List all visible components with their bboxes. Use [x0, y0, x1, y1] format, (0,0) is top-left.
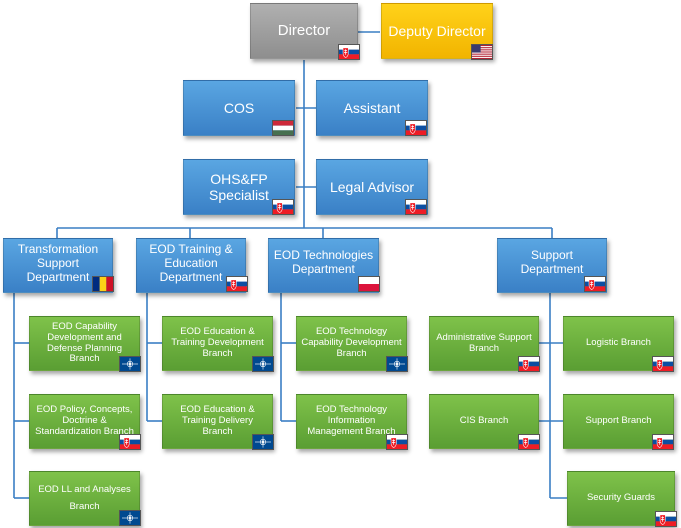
dept-technologies-label: EOD Technologies Department [273, 248, 374, 276]
dept-support-flag-slovakia-flag-icon [584, 276, 606, 292]
branch-admin-support-flag-slovakia-flag-icon [518, 356, 540, 372]
assistant-flag-slovakia-flag-icon [405, 120, 427, 136]
deputy-director-box: Deputy Director [381, 3, 493, 59]
branch-tech-info-label: EOD Technology Information Management Br… [307, 404, 396, 437]
branch-training-dev-label: EOD Education & Training Development Bra… [171, 326, 264, 359]
dept-transformation-label: Transformation Support Department [17, 242, 99, 284]
branch-tech-info-flag-slovakia-flag-icon [386, 434, 408, 450]
branch-training-delivery-flag-nato-flag-icon [252, 434, 274, 450]
branch-capability-dev-flag-nato-flag-icon [119, 356, 141, 372]
branch-training-delivery-label: EOD Education & Training Delivery Branch [180, 404, 255, 437]
branch-training-dev-flag-nato-flag-icon [252, 356, 274, 372]
dept-training-label: EOD Training & Education Department [149, 242, 233, 284]
branch-policy-flag-slovakia-flag-icon [119, 434, 141, 450]
dept-training-flag-slovakia-flag-icon [226, 276, 248, 292]
ohs-label: OHS&FP Specialist [209, 170, 269, 203]
branch-security-label: Security Guards [586, 492, 656, 504]
branch-support-flag-slovakia-flag-icon [652, 434, 674, 450]
branch-policy-label: EOD Policy, Concepts, Doctrine & Standar… [35, 404, 134, 437]
cos-label: COS [223, 99, 255, 116]
branch-cis-flag-slovakia-flag-icon [518, 434, 540, 450]
director-box: Director [250, 3, 358, 59]
cos-flag-hungary-flag-icon [272, 120, 294, 136]
branch-logistic-flag-slovakia-flag-icon [652, 356, 674, 372]
ohs-box: OHS&FP Specialist [183, 159, 295, 215]
branch-admin-support-label: Administrative Support Branch [436, 331, 532, 354]
director-flag-slovakia-flag-icon [338, 44, 360, 60]
dept-support-label: Support Department [520, 248, 584, 276]
branch-cis-label: CIS Branch [459, 415, 509, 427]
legal-advisor-label: Legal Advisor [329, 178, 415, 195]
legal-advisor-flag-slovakia-flag-icon [405, 199, 427, 215]
dept-transformation-flag-romania-flag-icon [92, 276, 114, 292]
branch-logistic-label: Logistic Branch [586, 337, 651, 349]
dept-technologies-flag-poland-flag-icon [358, 276, 380, 292]
ohs-flag-slovakia-flag-icon [272, 199, 294, 215]
branch-ll-flag-nato-flag-icon [119, 510, 141, 526]
branch-support-label: Support Branch [585, 415, 652, 427]
branch-tech-capability-label: EOD Technology Capability Development Br… [301, 326, 402, 359]
branch-tech-capability-flag-nato-flag-icon [386, 356, 408, 372]
deputy-director-label: Deputy Director [388, 22, 486, 39]
assistant-label: Assistant [343, 99, 401, 116]
deputy-director-flag-usa-flag-icon [471, 44, 493, 60]
branch-capability-dev-label: EOD Capability Development and Defense P… [47, 320, 122, 365]
branch-security-flag-slovakia-flag-icon [655, 511, 677, 527]
director-label: Director [277, 22, 331, 40]
branch-ll-label: EOD LL and Analyses Branch [38, 484, 131, 512]
